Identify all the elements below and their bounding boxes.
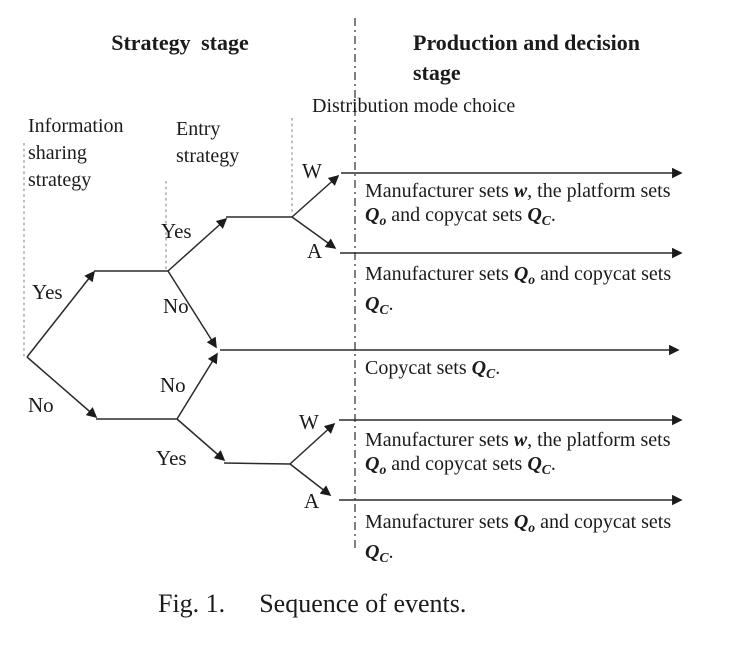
branch-label-entry-top-no: No xyxy=(163,294,189,318)
distribution-mode-choice-label: Distribution mode choice xyxy=(312,95,516,117)
branch-label-wholesale-top: W xyxy=(302,159,322,183)
branch-label-entry-bottom-yes: Yes xyxy=(156,446,187,470)
branch-label-agency-top: A xyxy=(307,239,323,263)
outcome-agency-bottom: Manufacturer sets Qo and copycat sets QC… xyxy=(365,511,672,565)
branch-label-info-no: No xyxy=(28,393,54,417)
outcome-no-entry: Copycat sets QC. xyxy=(365,357,501,381)
entry-strategy-label: Entry strategy xyxy=(176,118,240,167)
outcome-wholesale-top: Manufacturer sets w, the platform sets Q… xyxy=(365,180,671,228)
information-sharing-strategy-label: Information sharing strategy xyxy=(28,115,124,191)
branch-label-entry-bottom-no: No xyxy=(160,373,186,397)
branch-label-entry-top-yes: Yes xyxy=(161,219,192,243)
branch-label-wholesale-bottom: W xyxy=(299,410,319,434)
branch-label-info-yes: Yes xyxy=(32,280,63,304)
strategy-stage-header: Strategy stage xyxy=(111,30,249,55)
branch-label-agency-bottom: A xyxy=(304,489,320,513)
figure-caption-title: Sequence of events. xyxy=(259,589,467,618)
tree-edges xyxy=(26,167,683,506)
figure-caption-number: Fig. 1. xyxy=(158,589,226,618)
outcome-agency-top: Manufacturer sets Qo and copycat sets QC… xyxy=(365,263,672,317)
stage-divider-dotted-lines xyxy=(23,118,293,358)
outcome-wholesale-bottom: Manufacturer sets w, the platform sets Q… xyxy=(365,429,671,477)
production-stage-header: Production and decision stage xyxy=(413,30,640,85)
figure-caption: Fig. 1. Sequence of events. xyxy=(158,589,466,619)
